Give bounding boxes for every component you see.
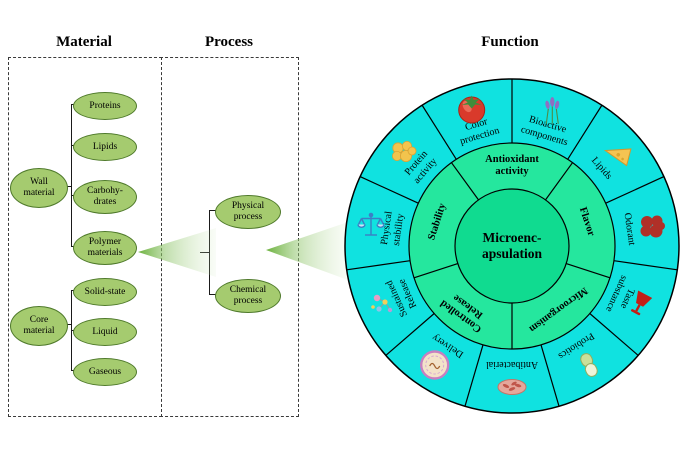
svg-text:Release: Release (396, 277, 419, 310)
outer-label-probiotics: Probiotics (556, 330, 596, 361)
svg-text:Microorganism: Microorganism (527, 285, 590, 335)
center-label-line2: apsulation (482, 246, 543, 261)
capsule-icon (580, 353, 598, 377)
inner-segment-dividers (413, 162, 611, 349)
svg-text:Lipids: Lipids (589, 155, 614, 182)
svg-text:Release: Release (451, 292, 485, 321)
liposome-icon (419, 350, 450, 380)
svg-text:protection: protection (459, 125, 501, 147)
outer-label-physical-stability: Physical stability (379, 210, 406, 246)
svg-text:Sustained: Sustained (384, 279, 410, 319)
svg-text:substance: substance (603, 274, 629, 314)
inner-label-stability: Stability (426, 201, 448, 241)
inner-label-antioxidant: Antioxidant activity (485, 154, 539, 177)
inner-label-flavor: Flavor (577, 206, 597, 238)
liquid-node: Liquid (73, 318, 137, 346)
svg-text:Probiotics: Probiotics (556, 330, 596, 361)
molecule-icon (371, 294, 393, 313)
svg-text:components: components (520, 124, 570, 148)
protein-icon (391, 140, 417, 162)
inner-label-controlled-release: Controlled Release (438, 292, 485, 335)
lipids-node: Lipids (73, 133, 137, 161)
svg-text:Taste: Taste (618, 287, 637, 311)
svg-text:Odorant: Odorant (622, 212, 638, 246)
svg-text:Physical: Physical (379, 210, 395, 245)
core-material-node: Core material (10, 306, 68, 346)
process-box (160, 57, 299, 417)
wall-material-node: Wall material (10, 168, 68, 208)
outer-label-taste-substance: Taste substance (603, 274, 637, 314)
svg-text:activity: activity (495, 166, 529, 177)
svg-text:Antioxidant: Antioxidant (485, 154, 539, 165)
inner-label-microorganism: Microorganism (527, 285, 590, 335)
svg-text:Color: Color (464, 116, 490, 133)
gaseous-node: Gaseous (73, 358, 137, 386)
bacteria-icon (497, 379, 527, 395)
outer-label-odorant: Odorant (622, 212, 638, 246)
cheese-icon (603, 148, 632, 167)
proteins-node: Proteins (73, 92, 137, 120)
outer-label-protein-activity: Protein activity (403, 149, 440, 186)
function-header: Function (481, 34, 539, 50)
outer-label-delivery: Delivery (430, 332, 465, 360)
taste-glass-icon (631, 290, 653, 316)
center-circle (454, 188, 570, 304)
outer-label-antibacterial: Antibacterial (486, 359, 538, 370)
outer-label-sustained-release: Sustained Release (384, 277, 419, 319)
outer-segment-dividers (346, 79, 678, 407)
center-label-line1: Microenc- (483, 230, 542, 245)
svg-text:Flavor: Flavor (577, 206, 597, 238)
polymer-materials-node: Polymer materials (73, 231, 137, 265)
svg-text:stability: stability (391, 213, 406, 246)
inner-ring (408, 142, 616, 350)
carbohydrates-node: Carbohy- drates (73, 180, 137, 214)
material-header: Material (56, 34, 112, 50)
svg-text:Controlled: Controlled (438, 297, 484, 334)
solid-state-node: Solid-state (73, 278, 137, 306)
lavender-icon (545, 97, 560, 124)
svg-text:Antibacterial: Antibacterial (486, 359, 538, 370)
outer-label-lipids: Lipids (589, 155, 614, 182)
svg-text:Protein: Protein (403, 149, 430, 178)
outer-ring (344, 78, 680, 414)
svg-text:Bioactive: Bioactive (528, 114, 568, 136)
chemical-process-node: Chemical process (215, 279, 281, 313)
svg-text:activity: activity (411, 156, 439, 186)
svg-text:Stability: Stability (426, 201, 448, 241)
svg-text:Delivery: Delivery (430, 332, 465, 360)
outer-label-bioactive-components: Bioactive components (520, 114, 570, 148)
function-wheel: Microenc- apsulation Antioxidant activit… (344, 78, 680, 414)
odorant-icon (640, 215, 665, 238)
balance-scale-icon (357, 212, 385, 236)
physical-process-node: Physical process (215, 195, 281, 229)
process-header: Process (204, 34, 254, 50)
tomato-icon (458, 95, 486, 124)
outer-label-color-protection: Color protection (459, 116, 501, 147)
